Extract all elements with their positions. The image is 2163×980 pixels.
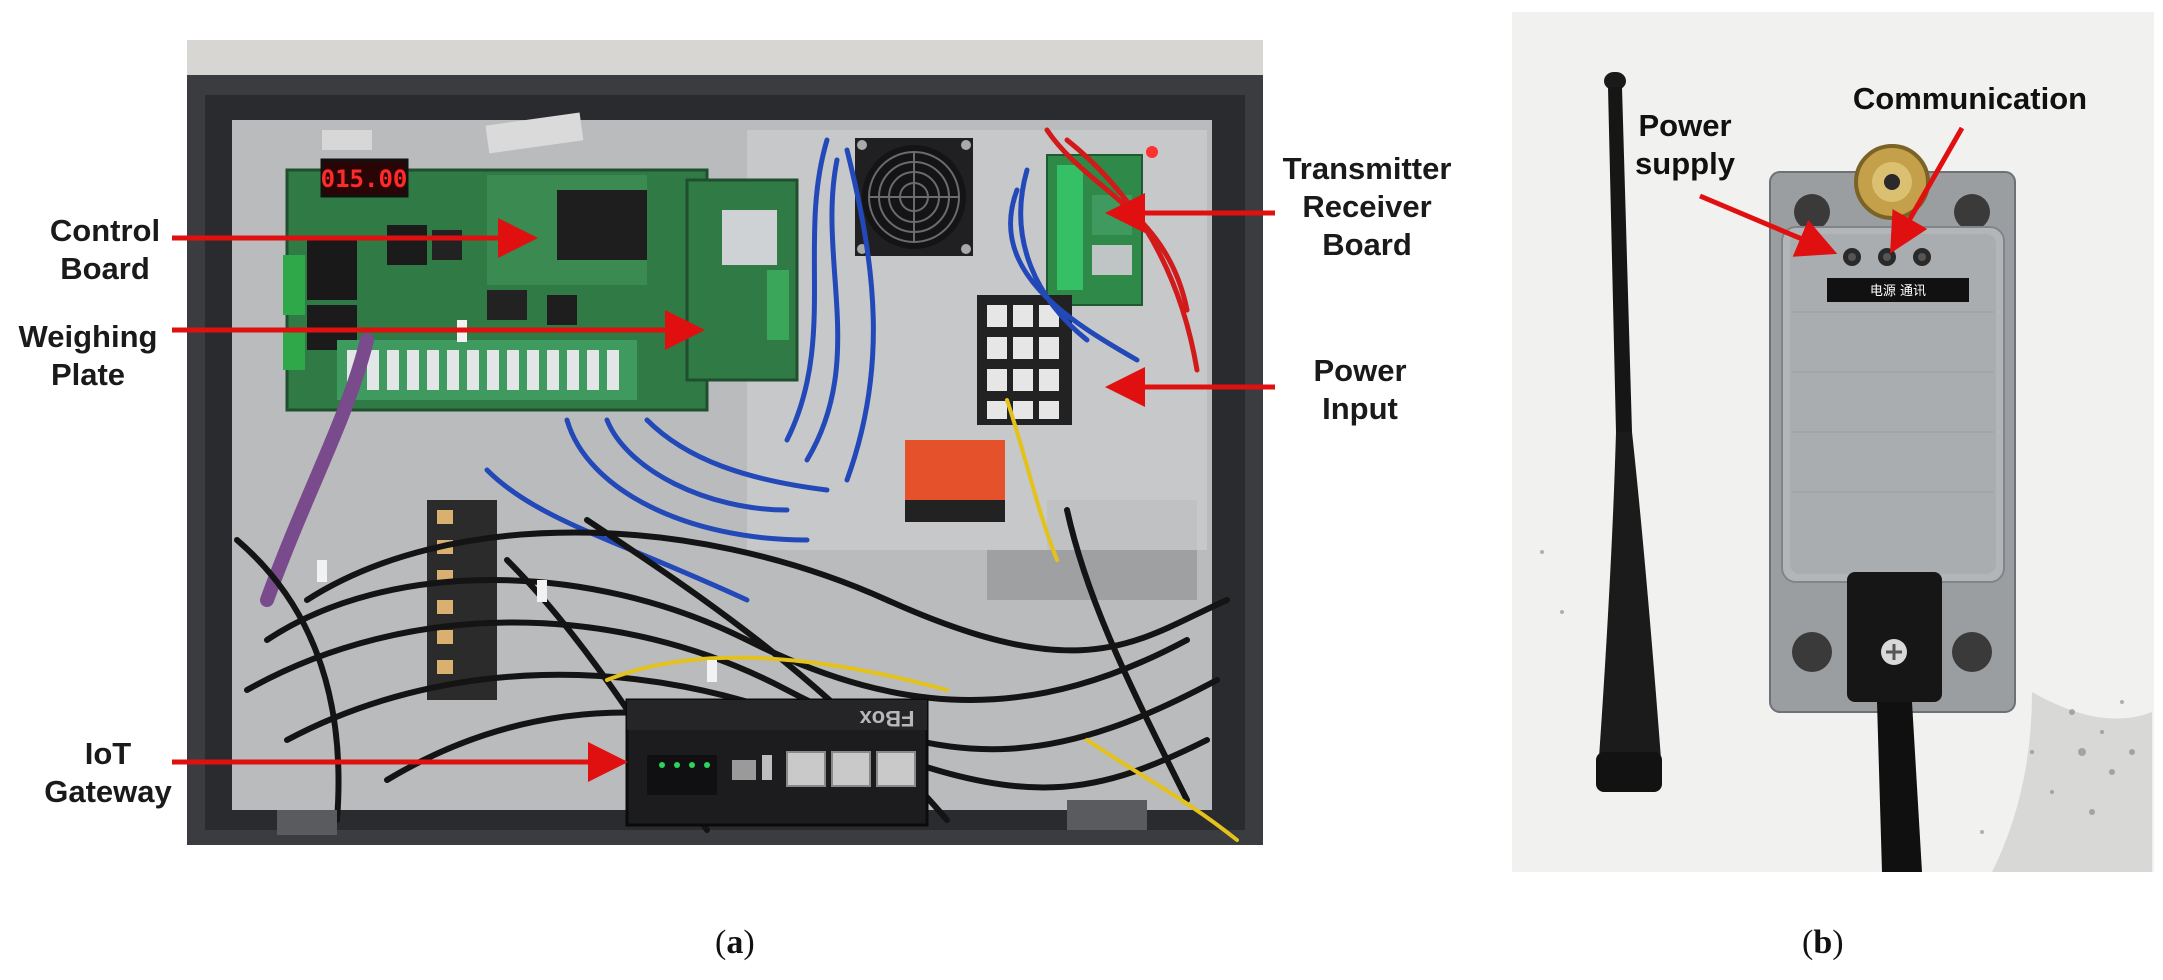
device-plate-label: 电源 通讯 bbox=[1870, 284, 1926, 299]
caption-a: (a) bbox=[715, 924, 755, 961]
arrow-power-supply bbox=[1699, 193, 1838, 257]
gateway-brand-label: FBox bbox=[859, 706, 915, 731]
label-weighing-plate: Weighing Plate bbox=[18, 319, 158, 392]
arrow-communication bbox=[1890, 126, 1965, 254]
panel-a-arrows bbox=[172, 193, 1275, 782]
label-power-supply: Power supply bbox=[1635, 108, 1735, 181]
label-communication: Communication bbox=[1852, 81, 2088, 116]
caption-b: (b) bbox=[1802, 924, 1844, 961]
label-transmitter-receiver-board: Transmitter Receiver Board bbox=[1282, 151, 1452, 262]
wireless-device-illustration: 电源 通讯 bbox=[1512, 12, 2154, 872]
panel-a: 015.00 bbox=[18, 40, 1452, 961]
panel-b: 电源 通讯 Power supply Communication (b) bbox=[1490, 0, 2163, 980]
label-iot-gateway: IoT Gateway bbox=[44, 736, 172, 809]
panel-b-arrows bbox=[1699, 126, 1965, 257]
label-control-board: Control Board bbox=[49, 213, 161, 286]
led-display-reading: 015.00 bbox=[321, 165, 408, 193]
wireless-device-photo: 电源 通讯 bbox=[1512, 12, 2154, 872]
label-power-input: Power Input bbox=[1313, 353, 1407, 426]
